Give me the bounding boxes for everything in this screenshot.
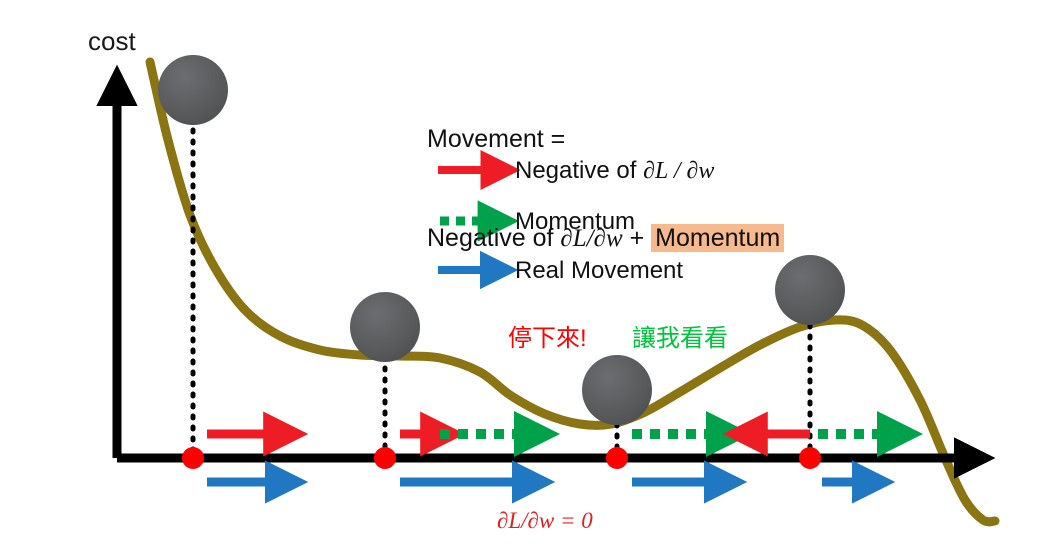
legend-label-text: Negative of xyxy=(515,157,644,184)
ball xyxy=(582,355,652,425)
formula-line-1: Movement = xyxy=(427,124,566,153)
formula-prefix: Negative of xyxy=(427,224,561,253)
momentum-highlight: Momentum xyxy=(651,224,785,253)
position-dots xyxy=(182,447,821,469)
ball xyxy=(350,292,420,362)
position-dot xyxy=(182,447,204,469)
legend-item-momentum: Momentum xyxy=(515,208,635,236)
annotation-look: 讓我看看 xyxy=(632,325,728,352)
formula-plus: + xyxy=(622,224,652,253)
formula-line-2: Negative of ∂L/∂w + Momentum xyxy=(427,222,785,255)
legend-item-gradient: Negative of ∂L / ∂w xyxy=(515,157,714,185)
annotation-stop: 停下來! xyxy=(508,325,587,352)
formula-caption: Movement = Negative of ∂L/∂w + Momentum xyxy=(427,56,785,322)
legend-icons xyxy=(438,150,521,290)
formula-partial-term: ∂L/∂w xyxy=(560,225,623,253)
ball xyxy=(158,55,228,125)
legend-label-math: ∂L / ∂w xyxy=(643,158,715,184)
zero-gradient-label: ∂L/∂w = 0 xyxy=(497,508,593,533)
y-axis-label: cost xyxy=(88,26,136,56)
ball xyxy=(775,255,845,325)
position-dot xyxy=(606,447,628,469)
cost-curve-path xyxy=(145,57,1000,527)
balls xyxy=(158,55,845,425)
cost-curve xyxy=(145,57,1000,527)
axes xyxy=(96,64,996,479)
position-dot xyxy=(374,447,396,469)
step-arrows xyxy=(207,411,923,504)
legend-item-real-movement: Real Movement xyxy=(515,257,683,285)
legend-label-text: Momentum xyxy=(515,208,636,235)
legend-label-text: Real Movement xyxy=(515,257,684,284)
position-dot xyxy=(799,447,821,469)
